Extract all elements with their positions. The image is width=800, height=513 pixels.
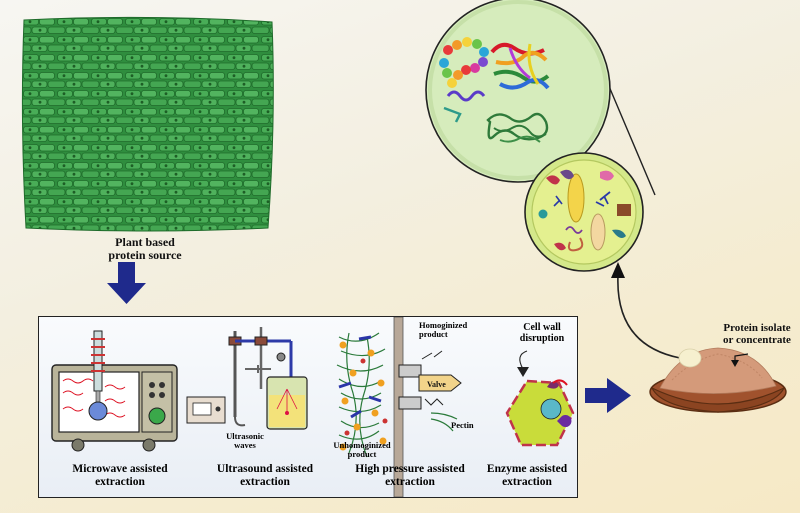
valve-label: Valve xyxy=(427,380,446,389)
cell-wall-disruption-label: Cell wall disruption xyxy=(519,322,565,344)
pectin-label: Pectin xyxy=(451,420,474,430)
enzyme-cell-illustration xyxy=(505,350,575,447)
protein-structure-zoom xyxy=(425,0,611,183)
down-arrow xyxy=(107,262,146,304)
enzyme-label: Enzyme assisted extraction xyxy=(486,463,568,488)
ultrasound-label: Ultrasound assisted extraction xyxy=(216,463,314,488)
homogenized-product-label: Homoginized product xyxy=(419,320,468,339)
extraction-methods-illustration: Valve xyxy=(51,317,575,497)
protein-powder-bowl xyxy=(649,347,787,413)
right-arrow xyxy=(585,378,631,413)
plant-source-label: Plant based protein source xyxy=(108,235,182,263)
ultrasonic-waves-label: Ultrasonic waves xyxy=(226,431,264,450)
ultrasound-illustration xyxy=(186,327,308,430)
extraction-methods-panel: Valve xyxy=(38,316,578,498)
high-pressure-label: High pressure assisted extraction xyxy=(355,463,465,488)
microwave-label: Microwave assisted extraction xyxy=(72,463,168,488)
curved-arrow xyxy=(611,262,681,359)
plant-cell-zoom xyxy=(524,152,644,272)
unhomogenized-product-label: Unhomoginized product xyxy=(333,440,391,459)
output-label: Protein isolate or concentrate xyxy=(723,322,791,347)
microwave-illustration xyxy=(51,330,178,452)
high-pressure-illustration: Valve xyxy=(336,317,462,497)
